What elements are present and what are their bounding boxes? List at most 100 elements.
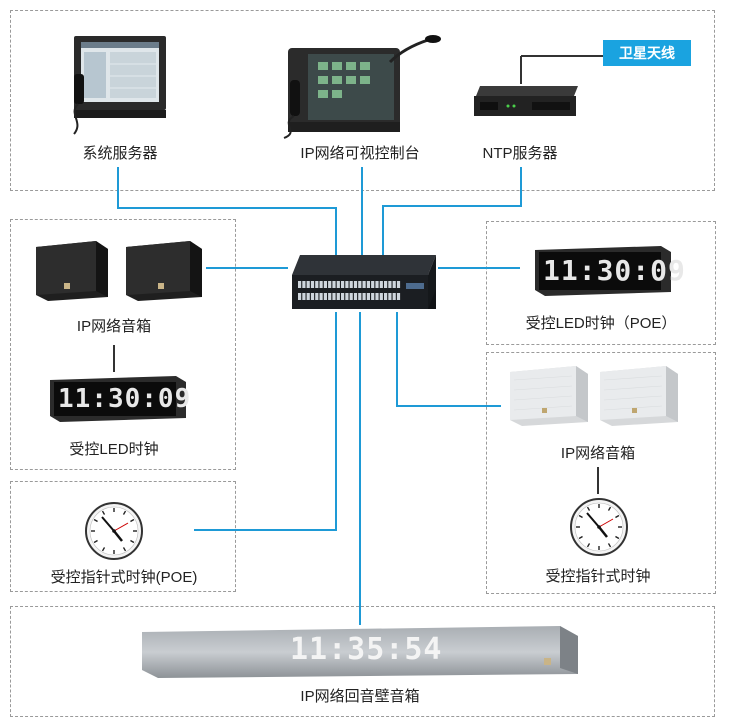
switch-port bbox=[298, 281, 302, 288]
right-speaker-group-box bbox=[486, 352, 716, 594]
clock-tick bbox=[615, 514, 620, 519]
right-speakers-label: IP网络音箱 bbox=[560, 445, 636, 462]
switch-port bbox=[392, 293, 396, 300]
switch-port bbox=[366, 293, 370, 300]
switch-port bbox=[384, 293, 388, 300]
right-speaker-2 bbox=[600, 366, 678, 426]
soundbar-label: IP网络回音壁音箱 bbox=[300, 688, 420, 705]
switch-port bbox=[298, 293, 302, 300]
clock-tick bbox=[130, 518, 135, 523]
right-led-clock-display: 11:30:09 bbox=[543, 254, 686, 287]
clock-tick bbox=[101, 547, 106, 552]
switch-port bbox=[332, 293, 336, 300]
switch-port bbox=[306, 281, 310, 288]
clock-tick bbox=[578, 535, 583, 540]
switch-port bbox=[315, 293, 319, 300]
switch-port bbox=[328, 293, 332, 300]
switch-port bbox=[332, 281, 336, 288]
left-led-clock-label: 受控LED时钟 bbox=[69, 441, 159, 458]
clock-tick bbox=[607, 506, 612, 511]
clock-tick bbox=[586, 506, 591, 511]
switch-port bbox=[328, 281, 332, 288]
clock-tick bbox=[130, 539, 135, 544]
left-analog-clock-box bbox=[10, 481, 236, 592]
clock-tick bbox=[93, 518, 98, 523]
wire-right-speakers bbox=[396, 312, 501, 407]
switch-port bbox=[358, 293, 362, 300]
system-server-device bbox=[73, 36, 166, 135]
right-led-clock-device: 11:30:09 bbox=[533, 244, 686, 298]
ntp-server-device bbox=[474, 86, 578, 116]
bottom-soundbar-box bbox=[10, 606, 715, 717]
switch-port bbox=[388, 293, 392, 300]
switch-port bbox=[375, 293, 379, 300]
ntp-server-label: NTP服务器 bbox=[482, 145, 558, 162]
left-speakers-label: IP网络音箱 bbox=[76, 318, 152, 335]
switch-port bbox=[353, 281, 358, 288]
switch-port bbox=[366, 281, 370, 288]
switch-port bbox=[384, 281, 388, 288]
switch-port bbox=[353, 293, 358, 300]
switch-port bbox=[336, 293, 340, 300]
switch-port bbox=[315, 281, 319, 288]
clock-tick bbox=[122, 547, 127, 552]
soundbar-device: 11:35:54 bbox=[140, 624, 580, 680]
right-led-clock-box bbox=[486, 221, 716, 345]
control-console-device bbox=[283, 35, 441, 139]
left-speaker-2 bbox=[126, 241, 202, 301]
right-led-clock-label: 受控LED时钟（POE） bbox=[525, 315, 677, 332]
wire-ntp-server bbox=[382, 167, 522, 255]
switch-port bbox=[336, 281, 340, 288]
left-analog-clock-label: 受控指针式时钟(POE) bbox=[50, 569, 198, 586]
switch-port bbox=[396, 293, 401, 300]
switch-port bbox=[349, 281, 353, 288]
switch-port bbox=[388, 281, 392, 288]
switch-port bbox=[358, 281, 362, 288]
switch-port bbox=[341, 293, 345, 300]
control-console-label: IP网络可视控制台 bbox=[300, 145, 420, 162]
left-speaker-group-box bbox=[10, 219, 236, 470]
network-switch bbox=[292, 255, 436, 309]
system-server-label: 系统服务器 bbox=[82, 145, 158, 162]
wire-system-server bbox=[117, 167, 337, 255]
switch-port bbox=[302, 281, 306, 288]
switch-port bbox=[319, 293, 323, 300]
switch-port bbox=[396, 281, 401, 288]
switch-port bbox=[379, 281, 383, 288]
left-led-clock-device: 11:30:09 bbox=[48, 374, 192, 424]
clock-tick bbox=[607, 543, 612, 548]
satellite-antenna-badge: 卫星天线 bbox=[603, 40, 691, 66]
clock-tick bbox=[93, 539, 98, 544]
switch-port bbox=[310, 281, 315, 288]
left-analog-clock-device bbox=[85, 502, 143, 560]
switch-port bbox=[310, 293, 315, 300]
switch-port bbox=[371, 281, 375, 288]
left-led-clock-display: 11:30:09 bbox=[58, 384, 192, 414]
soundbar-display: 11:35:54 bbox=[290, 632, 443, 667]
clock-tick bbox=[101, 510, 106, 515]
switch-port bbox=[345, 293, 349, 300]
right-analog-clock-label: 受控指针式时钟 bbox=[545, 568, 651, 585]
switch-port bbox=[323, 281, 327, 288]
switch-port bbox=[379, 293, 383, 300]
switch-port bbox=[349, 293, 353, 300]
clock-tick bbox=[615, 535, 620, 540]
switch-port bbox=[362, 293, 366, 300]
switch-port bbox=[392, 281, 396, 288]
left-speaker-1 bbox=[36, 241, 108, 301]
switch-port bbox=[341, 281, 345, 288]
switch-port bbox=[323, 293, 327, 300]
switch-port bbox=[362, 281, 366, 288]
right-analog-clock-device bbox=[570, 498, 628, 556]
switch-port bbox=[375, 281, 379, 288]
switch-port bbox=[302, 293, 306, 300]
switch-port bbox=[371, 293, 375, 300]
clock-tick bbox=[586, 543, 591, 548]
switch-port bbox=[345, 281, 349, 288]
clock-tick bbox=[122, 510, 127, 515]
right-speaker-1 bbox=[510, 366, 588, 426]
wire-left-analog-clock bbox=[194, 312, 337, 531]
clock-tick bbox=[578, 514, 583, 519]
switch-port bbox=[306, 293, 310, 300]
